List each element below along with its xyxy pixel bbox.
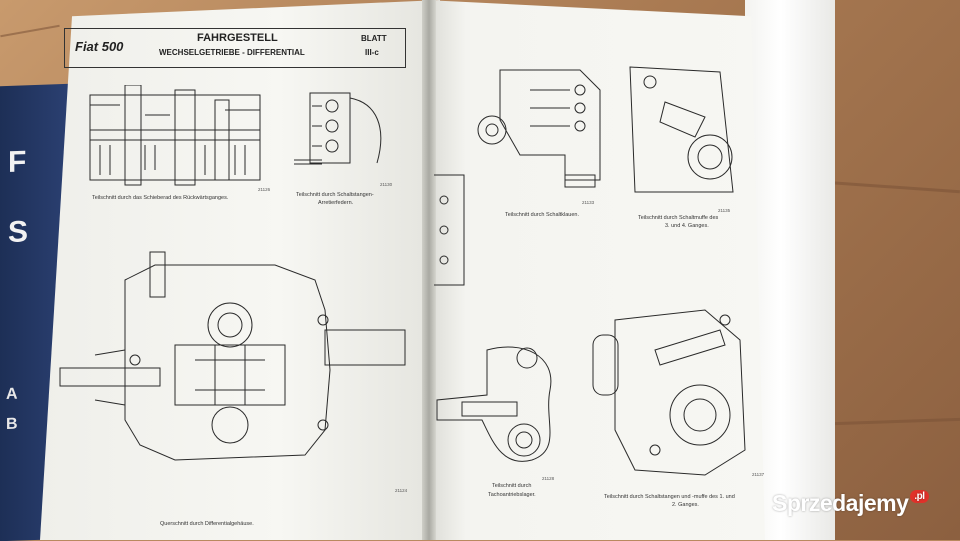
figure-caption: Tachoantriebslager. bbox=[488, 492, 536, 498]
first-second-gear-shift-rod-drawing bbox=[592, 309, 746, 476]
figure-number: 21133 bbox=[582, 200, 595, 205]
cover-letter: F bbox=[8, 145, 27, 179]
figure-number: 21130 bbox=[380, 182, 393, 187]
sheet-header: Fiat 500 FAHRGESTELL WECHSELGETRIEBE - D… bbox=[64, 28, 406, 68]
cover-fragment: A bbox=[6, 385, 18, 404]
book-gutter bbox=[422, 0, 436, 540]
third-fourth-gear-sleeve-drawing bbox=[629, 66, 734, 193]
figure-number: 21128 bbox=[542, 476, 555, 481]
left-page bbox=[40, 0, 440, 540]
figure-caption: Teilschnitt durch Schaltmuffe des bbox=[638, 215, 719, 221]
figure-caption: Teilschnitt durch Schaltklauen. bbox=[505, 212, 579, 218]
shift-rod-detent-drawing bbox=[294, 92, 382, 165]
cover-letter: S bbox=[8, 215, 29, 249]
section-subtitle: WECHSELGETRIEBE - DIFFERENTIAL bbox=[159, 48, 305, 57]
figure-caption: Arretierfedern. bbox=[318, 200, 354, 206]
figure-number: 21137 bbox=[752, 472, 765, 477]
figure-caption: Querschnitt durch Differentialgehäuse. bbox=[160, 521, 254, 527]
figure-caption: 3. und 4. Ganges. bbox=[665, 223, 709, 229]
sheet-number: III-c bbox=[365, 48, 379, 57]
figure-number: 21126 bbox=[258, 187, 271, 192]
figure-number: 21124 bbox=[395, 488, 408, 493]
watermark-text: Sprzedajemy bbox=[772, 490, 909, 516]
cover-fragment: B bbox=[6, 415, 18, 434]
figure-caption: Teilschnitt durch Schaltstangen- bbox=[296, 192, 374, 198]
figure-number: 21135 bbox=[718, 208, 731, 213]
figure-caption: Teilschnitt durch Schaltstangen und -muf… bbox=[604, 494, 735, 500]
watermark-logo: Sprzedajemy.pl bbox=[772, 490, 929, 517]
figure-caption: Teilschnitt durch bbox=[492, 483, 532, 489]
partial-detail-drawing bbox=[434, 174, 465, 286]
watermark-badge: .pl bbox=[910, 490, 929, 503]
speedometer-drive-bearing-drawing bbox=[436, 346, 552, 462]
brand-title: Fiat 500 bbox=[75, 39, 124, 54]
differential-housing-cross-section-drawing bbox=[59, 251, 406, 461]
figure-caption: 2. Ganges. bbox=[672, 502, 699, 508]
right-page bbox=[425, 0, 765, 540]
section-title: FAHRGESTELL bbox=[197, 32, 278, 44]
reverse-gear-section-drawing bbox=[89, 85, 261, 186]
figure-caption: Teilschnitt durch das Schieberad des Rüc… bbox=[92, 195, 229, 201]
shift-dog-section-drawing bbox=[477, 69, 601, 188]
sheet-label: BLATT bbox=[361, 34, 387, 43]
